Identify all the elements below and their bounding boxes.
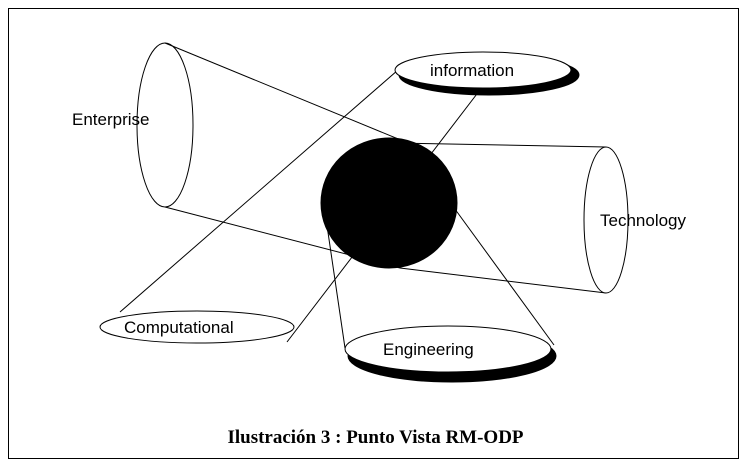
label-technology: Technology — [600, 211, 687, 230]
label-computational: Computational — [124, 318, 234, 337]
engineering-cylinder — [324, 204, 557, 383]
label-information: information — [430, 61, 514, 80]
enterprise-upper-edge — [164, 42, 409, 144]
engineering-right-edge — [451, 204, 555, 346]
engineering-ellipse — [344, 325, 552, 373]
central-sphere — [320, 137, 458, 269]
technology-lower-edge — [399, 267, 607, 294]
technology-cylinder — [394, 142, 629, 294]
figure-caption: Ilustración 3 : Punto Vista RM-ODP — [227, 427, 524, 448]
information-ellipse — [394, 51, 572, 89]
label-enterprise: Enterprise — [72, 110, 149, 129]
engineering-left-edge — [324, 211, 346, 349]
information-left-edge — [119, 69, 399, 313]
computational-cylinder — [99, 310, 295, 344]
information-cylinder — [119, 51, 580, 343]
label-engineering: Engineering — [383, 340, 474, 359]
technology-upper-edge — [394, 142, 607, 148]
computational-ellipse — [99, 310, 295, 344]
technology-ellipse — [583, 146, 629, 294]
